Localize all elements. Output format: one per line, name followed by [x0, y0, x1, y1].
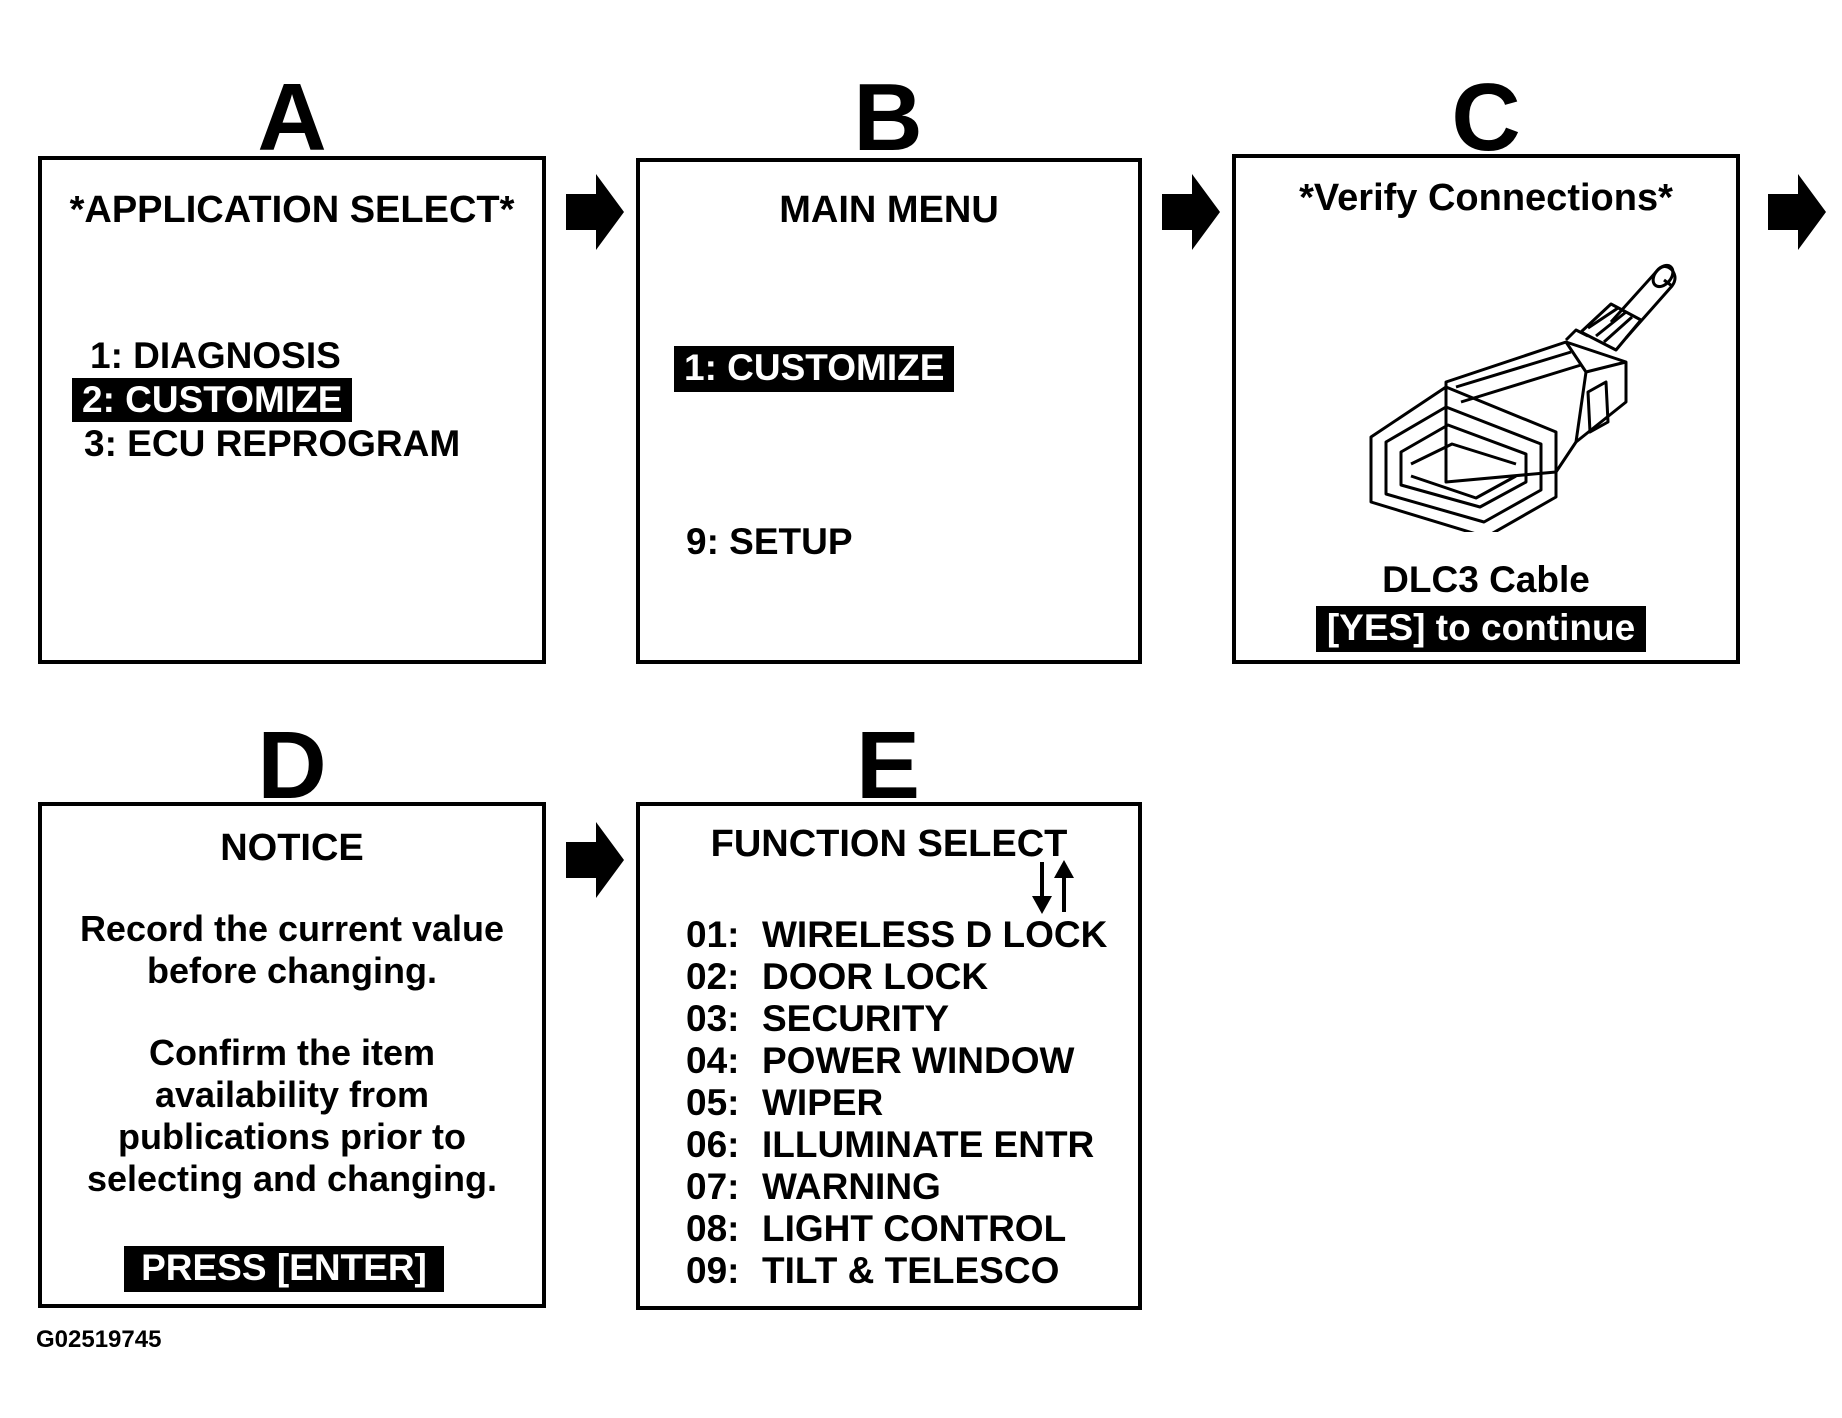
function-label: SECURITY — [762, 998, 950, 1039]
function-item[interactable]: 09: TILT & TELESCO — [686, 1250, 1059, 1292]
function-number: 08: — [686, 1208, 740, 1249]
cable-label: DLC3 Cable — [1382, 559, 1590, 600]
function-label: POWER WINDOW — [762, 1040, 1075, 1081]
notice-line: before changing. — [146, 950, 438, 991]
press-enter-button[interactable]: PRESS [ENTER] — [124, 1246, 444, 1292]
function-number: 05: — [686, 1082, 740, 1123]
function-label: LIGHT CONTROL — [762, 1208, 1067, 1249]
function-number: 06: — [686, 1124, 740, 1165]
panel-c-letter: C — [1451, 64, 1521, 171]
menu-item-customize-selected[interactable]: 1: CUSTOMIZE — [674, 346, 955, 392]
function-number: 01: — [686, 914, 740, 955]
function-item[interactable]: 02: DOOR LOCK — [686, 956, 988, 998]
menu-item-setup[interactable]: 9: SETUP — [686, 521, 853, 562]
function-item[interactable]: 08: LIGHT CONTROL — [686, 1208, 1066, 1250]
function-number: 03: — [686, 998, 740, 1039]
arrow-right-icon — [566, 822, 624, 898]
function-item[interactable]: 06: ILLUMINATE ENTR — [686, 1124, 1094, 1166]
screen-title: MAIN MENU — [779, 189, 999, 231]
function-item[interactable]: 05: WIPER — [686, 1082, 883, 1124]
panel-b-letter: B — [853, 64, 923, 171]
function-label: WIRELESS D LOCK — [762, 914, 1108, 955]
yes-continue-prompt[interactable]: [YES] to continue — [1316, 606, 1646, 652]
panel-d-letter: D — [257, 712, 327, 819]
figure-id-caption: G02519745 — [36, 1326, 162, 1353]
screen-verify-connections: *Verify Connections* — [1232, 154, 1740, 664]
notice-line: Record the current value — [79, 908, 505, 949]
panel-e-letter: E — [855, 712, 921, 819]
menu-item-ecu-reprogram[interactable]: 3: ECU REPROGRAM — [84, 423, 461, 464]
screen-title: NOTICE — [220, 827, 364, 869]
function-label: ILLUMINATE ENTR — [762, 1124, 1095, 1165]
function-item[interactable]: 03: SECURITY — [686, 998, 949, 1040]
notice-line: availability from — [154, 1074, 430, 1115]
panel-a-letter: A — [257, 64, 327, 171]
screen-title: FUNCTION SELECT — [710, 823, 1068, 865]
screen-main-menu: MAIN MENU 1: CUSTOMIZE 9: SETUP — [636, 158, 1142, 664]
function-item[interactable]: 07: WARNING — [686, 1166, 941, 1208]
function-number: 04: — [686, 1040, 740, 1081]
function-label: WARNING — [762, 1166, 941, 1207]
function-label: WIPER — [762, 1082, 884, 1123]
notice-line: selecting and changing. — [86, 1158, 498, 1199]
menu-item-diagnosis[interactable]: 1: DIAGNOSIS — [90, 335, 341, 376]
screen-notice: NOTICE Record the current value before c… — [38, 802, 546, 1308]
function-item[interactable]: 04: POWER WINDOW — [686, 1040, 1074, 1082]
arrow-right-icon — [1162, 174, 1220, 250]
arrow-right-icon — [1768, 174, 1826, 250]
function-label: TILT & TELESCO — [762, 1250, 1060, 1291]
notice-line: publications prior to — [118, 1116, 466, 1157]
function-item[interactable]: 01: WIRELESS D LOCK — [686, 914, 1107, 956]
down-up-arrows-icon[interactable] — [1028, 858, 1078, 916]
arrow-right-icon — [566, 174, 624, 250]
screen-title: *APPLICATION SELECT* — [69, 189, 515, 231]
notice-line: Confirm the item — [148, 1032, 435, 1073]
function-label: DOOR LOCK — [762, 956, 989, 997]
menu-item-customize-selected[interactable]: 2: CUSTOMIZE — [72, 378, 353, 422]
function-number: 09: — [686, 1250, 740, 1291]
screen-function-select: FUNCTION SELECT 01: WIRELESS D LOCK 02: DO… — [636, 802, 1142, 1310]
dlc3-cable-connector-icon — [1369, 263, 1677, 532]
screen-title: *Verify Connections* — [1299, 177, 1673, 219]
screen-application-select: *APPLICATION SELECT* 1: DIAGNOSIS 2: CUS… — [38, 156, 546, 664]
function-number: 07: — [686, 1166, 740, 1207]
function-number: 02: — [686, 956, 740, 997]
